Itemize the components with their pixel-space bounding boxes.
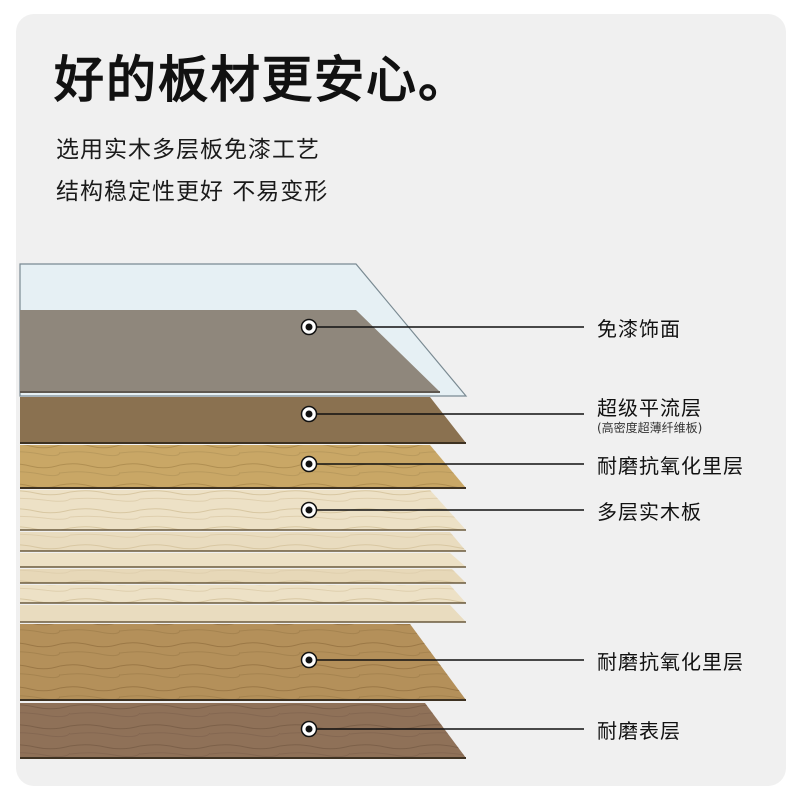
marker-inner-bottom-icon — [300, 651, 318, 669]
marker-inner-top-icon — [300, 455, 318, 473]
label-finish: 免漆饰面 — [597, 317, 681, 341]
flow-layer — [20, 397, 466, 443]
label-surface: 耐磨表层 — [597, 719, 681, 743]
label-plywood: 多层实木板 — [597, 500, 702, 524]
page-title: 好的板材更安心。 — [54, 51, 470, 109]
label-flow-layer: 超级平流层 — [597, 396, 702, 420]
plywood-layer-3 — [20, 553, 466, 567]
marker-surface-icon — [300, 720, 318, 738]
finish-layer — [20, 310, 440, 392]
callout-markers — [300, 318, 318, 738]
plywood-layer-6 — [20, 605, 466, 622]
label-inner-layer-top: 耐磨抗氧化里层 — [597, 454, 744, 478]
label-inner-layer-bottom: 耐磨抗氧化里层 — [597, 650, 744, 674]
subtitle-line-2: 结构稳定性更好 不易变形 — [56, 179, 329, 205]
marker-plywood-icon — [300, 501, 318, 519]
marker-finish-icon — [300, 318, 318, 336]
subtitle-line-1: 选用实木多层板免漆工艺 — [56, 137, 320, 163]
label-flow-layer-note: (高密度超薄纤维板) — [597, 421, 703, 435]
marker-flow-icon — [300, 405, 318, 423]
